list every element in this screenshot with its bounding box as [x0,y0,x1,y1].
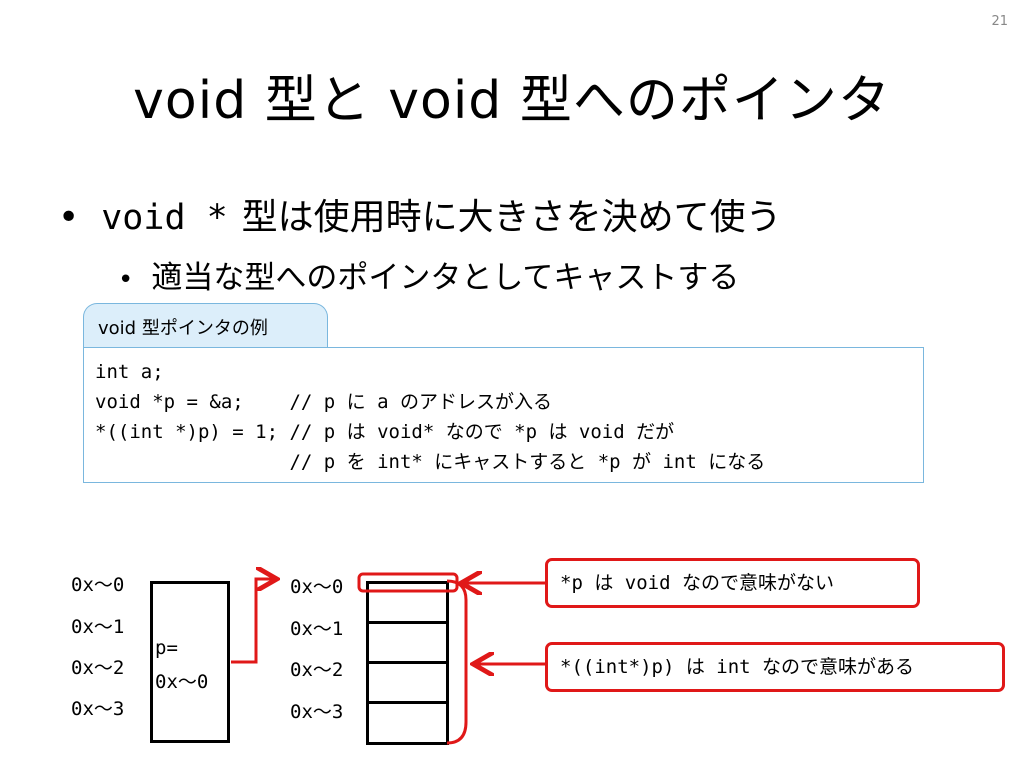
code-comment: // p は void* なので *p は void だが [289,421,675,443]
right-address-3: 0x～3 [290,701,344,723]
callout-int-meaningful: *((int*)p) は int なので意味がある [545,642,1005,692]
left-address-2: 0x～2 [71,657,125,679]
int-range-bracket [446,579,468,745]
slide-title: void 型と void 型へのポインタ [133,71,891,131]
left-address-1: 0x～1 [71,616,125,638]
code-comment: // p に a のアドレスが入る [289,391,552,413]
bullet-void-pointer-usage: • void * 型は使用時に大きさを決めて使う [58,188,782,240]
left-address-0: 0x～0 [71,574,125,596]
code-comment: // p を int* にキャストすると *p が int になる [289,451,766,473]
page-number: 21 [991,14,1008,29]
pointer-label-name: p= [155,637,178,659]
memory-cell-2 [369,664,446,704]
sub-bullet-cast: • 適当な型へのポインタとしてキャストする [118,252,739,297]
right-address-1: 0x～1 [290,618,344,640]
code-text: void *p = &a; [95,391,290,413]
pointer-variable-cell [150,581,230,743]
right-address-2: 0x～2 [290,659,344,681]
pointer-label-value: 0x～0 [155,671,209,693]
pointer-arrow [231,579,274,664]
bullet-code: void * [101,198,228,238]
memory-cell-1 [369,624,446,664]
byte-highlight [357,572,459,593]
code-text: int a; [95,361,164,383]
bullet-text: 型は使用時に大きさを決めて使う [241,197,782,238]
memory-block [366,581,449,745]
code-line-4: // p を int* にキャストすると *p が int になる [95,447,912,477]
code-example-box: int a; void *p = &a; // p に a のアドレスが入る *… [83,347,924,483]
sub-bullet-dot-icon: • [118,265,134,295]
memory-cell-0 [369,584,446,624]
code-line-3: *((int *)p) = 1; // p は void* なので *p は v… [95,417,912,447]
code-line-2: void *p = &a; // p に a のアドレスが入る [95,387,912,417]
left-address-3: 0x～3 [71,698,125,720]
callout-void-meaningless: *p は void なので意味がない [545,558,920,608]
bullet-dot-icon: • [58,197,80,238]
right-address-0: 0x～0 [290,576,344,598]
code-line-1: int a; [95,357,912,387]
example-tab: void 型ポインタの例 [83,303,328,347]
sub-bullet-text: 適当な型へのポインタとしてキャストする [151,260,740,296]
code-text: *((int *)p) = 1; [95,421,290,443]
